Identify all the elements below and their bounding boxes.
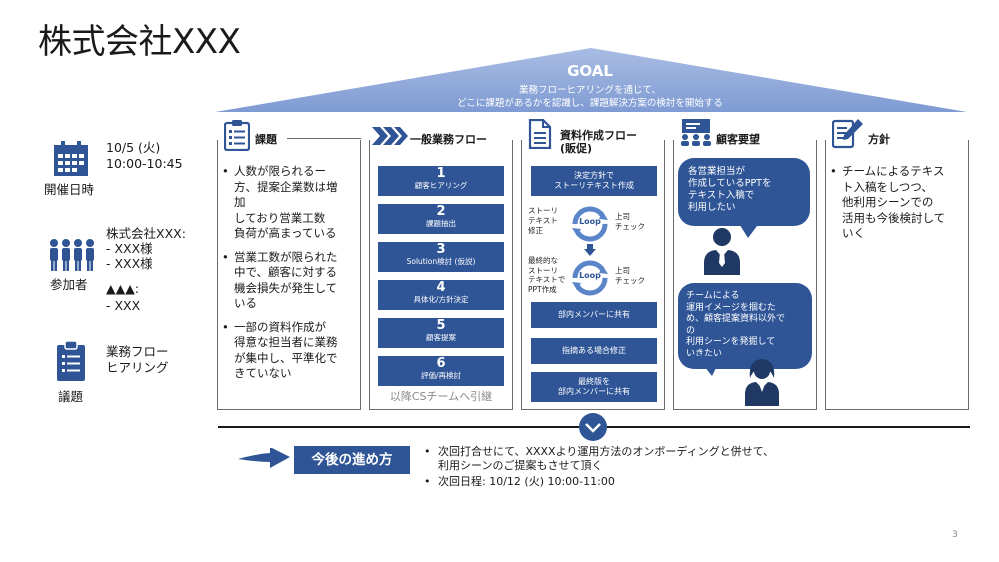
docs-subtitle: (販促) bbox=[560, 142, 593, 155]
request-column bbox=[673, 138, 817, 410]
participants-vendor-person: - XXX bbox=[106, 298, 141, 313]
next-steps-label: 今後の進め方 bbox=[294, 446, 410, 474]
meeting-date: 10/5 (火) bbox=[106, 140, 161, 155]
request-title: 顧客要望 bbox=[716, 133, 760, 146]
edit-document-icon bbox=[832, 119, 863, 149]
flow-footer: 以降CSチームへ引継 bbox=[389, 390, 493, 403]
docs-step-final: 最終版を部内メンバーに共有 bbox=[531, 372, 657, 402]
issue-item: • 人数が限られるー方、提案企業数は増加しており営業工数負荷が高まっている bbox=[222, 164, 338, 240]
businesswoman-icon bbox=[745, 359, 779, 406]
meeting-icon bbox=[681, 119, 711, 146]
policy-column bbox=[825, 138, 969, 410]
businessman-icon bbox=[704, 228, 740, 275]
next-step-1b: 利用シーンのご提案もさせて頂く bbox=[438, 459, 603, 472]
topic-line2: ヒアリング bbox=[106, 360, 169, 375]
docs-step-story: 決定方針でストーリテキスト作成 bbox=[531, 166, 657, 196]
goal-heading: GOAL bbox=[567, 62, 613, 80]
meeting-time: 10:00-10:45 bbox=[106, 156, 183, 171]
page-title: 株式会社XXX bbox=[38, 22, 241, 62]
request-bubble-2: チームによる運用イメージを掴むため、顧客提案資料以外での利用シーンを発掘していき… bbox=[678, 283, 812, 369]
document-icon bbox=[528, 119, 552, 149]
participants-company: 株式会社XXX: bbox=[106, 226, 186, 241]
next-steps-list: •次回打合せにて、XXXXより運用方法のオンボーディングと併せて、利用シーンのご… bbox=[424, 445, 775, 488]
chevron-down-icon bbox=[579, 413, 607, 441]
participants-person-2: - XXX様 bbox=[106, 256, 153, 271]
loop1-left-label: ストーリテキスト修正 bbox=[528, 206, 558, 235]
participants-label: 参加者 bbox=[50, 277, 88, 292]
policy-list: • チームによるテキスト入稿をしつつ、他利用シーンでの活用も今後検討していく bbox=[830, 164, 968, 250]
issues-title: 課題 bbox=[255, 133, 277, 146]
topic-label: 議題 bbox=[58, 389, 84, 404]
flow-column bbox=[369, 138, 513, 410]
flow-title: 一般業務フロー bbox=[410, 133, 487, 146]
goal-line1: 業務フローヒアリングを通じて、 bbox=[518, 85, 662, 96]
issues-list: • 人数が限られるー方、提案企業数は増加しており営業工数負荷が高まっている • … bbox=[222, 164, 362, 390]
docs-title: 資料作成フロー bbox=[560, 129, 637, 142]
issue-item: • 一部の資料作成が得意な担当者に業務が集中し、平準化できていない bbox=[222, 319, 338, 381]
request-bubble-1: 各営業担当が作成しているPPTをテキスト入稿で利用したい bbox=[678, 158, 810, 226]
next-step-2: 次回日程: 10/12 (火) 10:00-11:00 bbox=[438, 475, 615, 488]
loop-label: Loop bbox=[579, 271, 601, 280]
issue-item: • 営業工数が限られた中で、顧客に対する機会損失が発生している bbox=[222, 249, 338, 311]
down-arrow-icon bbox=[584, 244, 596, 256]
loop-icon bbox=[572, 260, 608, 296]
goal-roof bbox=[215, 48, 967, 112]
goal-line2: どこに課題があるかを認識し、課題解決方案の検討を開始する bbox=[457, 98, 723, 109]
checklist-icon bbox=[224, 120, 250, 151]
participants-person-1: - XXX様 bbox=[106, 241, 153, 256]
chevron-arrows-icon bbox=[372, 127, 408, 145]
docs-column bbox=[521, 138, 665, 410]
page-number: 3 bbox=[952, 530, 958, 540]
right-arrow-icon bbox=[238, 448, 290, 468]
meeting-date-label: 開催日時 bbox=[44, 182, 95, 197]
people-icon bbox=[50, 239, 94, 271]
docs-step-share: 部内メンバーに共有 bbox=[531, 302, 657, 328]
calendar-icon bbox=[54, 141, 88, 176]
loop2-right-label: 上司チェック bbox=[615, 266, 645, 285]
docs-step-fix: 指摘ある場合修正 bbox=[531, 338, 657, 364]
loop-label: Loop bbox=[579, 217, 601, 226]
issues-column bbox=[217, 138, 361, 410]
participants-vendor: ▲▲▲: bbox=[106, 281, 140, 296]
policy-item: • チームによるテキスト入稿をしつつ、他利用シーンでの活用も今後検討していく bbox=[830, 164, 946, 240]
topic-line1: 業務フロー bbox=[106, 344, 169, 359]
loop1-right-label: 上司チェック bbox=[615, 212, 645, 231]
next-step-1a: 次回打合せにて、XXXXより運用方法のオンボーディングと併せて、 bbox=[438, 445, 775, 458]
loop-icon bbox=[572, 206, 608, 242]
clipboard-icon bbox=[57, 340, 85, 381]
policy-title: 方針 bbox=[868, 133, 890, 146]
